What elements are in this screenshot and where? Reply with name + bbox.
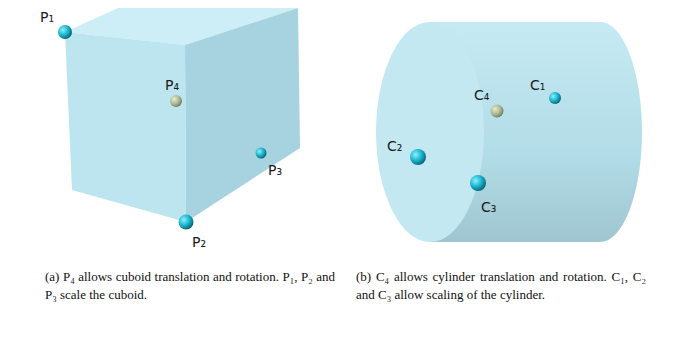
cylinder-end-face xyxy=(376,22,484,242)
point-label: C₄ xyxy=(474,88,489,102)
handle-sphere xyxy=(470,175,486,191)
point-label: C₂ xyxy=(387,139,402,153)
point-label: P₂ xyxy=(192,235,206,249)
handle-sphere xyxy=(179,215,194,230)
handle-sphere xyxy=(491,105,504,118)
point-label: C₁ xyxy=(530,78,545,92)
point-label: P₃ xyxy=(268,163,282,177)
handle-sphere xyxy=(256,148,267,159)
cylinder xyxy=(376,22,642,242)
point-label: P₁ xyxy=(40,10,54,24)
point-label: P₄ xyxy=(165,78,179,92)
handle-sphere xyxy=(170,95,182,107)
handle-sphere xyxy=(410,149,426,165)
subfigure-caption: (a) P₄ allows cuboid translation and rot… xyxy=(45,268,335,303)
point-label: C₃ xyxy=(481,200,496,214)
cuboid-side-face xyxy=(185,8,300,222)
subfigure-caption: (b) C₄ allows cylinder translation and r… xyxy=(356,268,646,303)
handle-sphere xyxy=(58,25,72,39)
cuboid-front-face xyxy=(65,32,186,222)
cuboid xyxy=(65,8,300,222)
handle-sphere xyxy=(549,92,561,104)
